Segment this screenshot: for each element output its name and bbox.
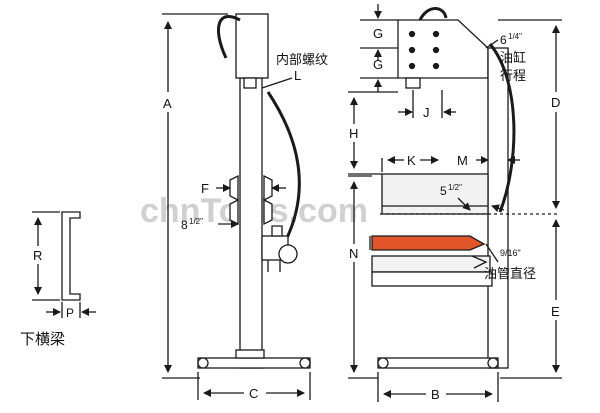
label-L: L bbox=[294, 68, 301, 83]
label-N: N bbox=[349, 246, 358, 261]
hose-frac: 9/16" bbox=[500, 248, 521, 258]
stroke-note-line2: 行程 bbox=[500, 69, 526, 84]
stroke-note-line1: 油缸 bbox=[500, 50, 526, 66]
crossbeam-title: 下横梁 bbox=[20, 330, 65, 348]
label-G-top: G bbox=[373, 26, 383, 41]
front-view bbox=[348, 4, 562, 402]
label-J: J bbox=[423, 105, 430, 120]
label-G-bottom: G bbox=[373, 57, 383, 72]
label-H: H bbox=[349, 126, 358, 141]
label-P: P bbox=[66, 306, 74, 320]
thread-note: 内部螺纹 bbox=[276, 52, 328, 68]
depth-frac: 1/2" bbox=[448, 183, 462, 192]
label-C: C bbox=[249, 386, 258, 401]
label-A: A bbox=[163, 96, 172, 111]
side-width-whole: 8 bbox=[181, 218, 188, 232]
crossbeam-detail bbox=[32, 211, 96, 318]
label-M: M bbox=[457, 153, 468, 168]
label-B: B bbox=[431, 387, 440, 402]
label-K: K bbox=[407, 153, 416, 168]
label-D: D bbox=[551, 95, 560, 110]
stroke-frac: 1/4" bbox=[508, 32, 522, 41]
stroke-whole: 6 bbox=[500, 33, 507, 47]
side-width-frac: 1/2" bbox=[189, 217, 203, 226]
side-view bbox=[162, 13, 311, 400]
label-F: F bbox=[201, 181, 209, 196]
label-R: R bbox=[33, 248, 42, 263]
label-E: E bbox=[551, 304, 560, 319]
depth-whole: 5 bbox=[440, 184, 447, 198]
hose-note: 油管直径 bbox=[484, 267, 536, 282]
